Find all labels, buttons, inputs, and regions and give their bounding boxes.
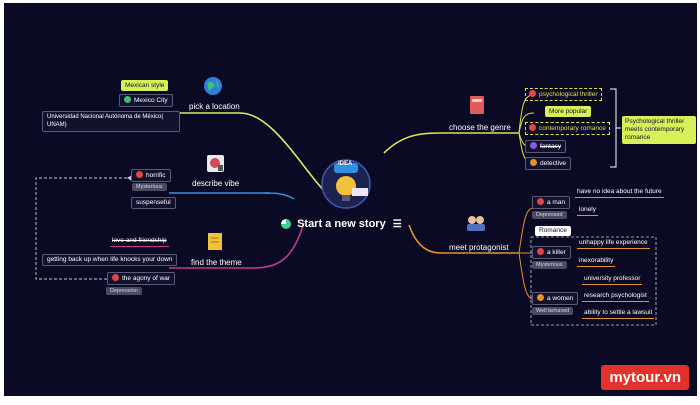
- note-mexican-style[interactable]: Mexican style: [121, 80, 169, 91]
- horrific-label: horrific: [146, 172, 166, 179]
- contemporary-romance-label: contemporary romance: [539, 125, 606, 132]
- a-man-label: a man: [547, 199, 566, 206]
- detective-label: detective: [540, 160, 567, 167]
- ghost-icon: [207, 155, 224, 177]
- branch-choose-genre[interactable]: choose the genre: [449, 123, 511, 132]
- central-topic-label: Start a new story: [297, 218, 386, 230]
- book-icon: [470, 96, 484, 119]
- mexico-city-label: Mexico City: [134, 97, 168, 104]
- node-settle-lawsuit[interactable]: ability to settle a lawsuit: [582, 309, 655, 320]
- note-more-popular[interactable]: More popular: [545, 106, 592, 117]
- node-psychological-thriller[interactable]: psychological thriller: [525, 88, 602, 102]
- sticky-note-icon: [208, 233, 222, 255]
- node-contemporary-romance[interactable]: contemporary romance: [525, 122, 610, 136]
- notes-icon[interactable]: ☰: [392, 219, 402, 230]
- node-genre-summary[interactable]: Psychological thriller meets contemporar…: [622, 116, 696, 145]
- man-avatar-icon: [537, 198, 544, 205]
- node-lonely[interactable]: lonely: [577, 206, 598, 217]
- branch-describe-vibe[interactable]: describe vibe: [192, 179, 240, 188]
- killer-avatar-icon: [537, 248, 544, 255]
- node-university-professor[interactable]: university professor: [582, 275, 643, 286]
- psych-thriller-label: psychological thriller: [539, 91, 598, 98]
- tag-romance[interactable]: Romance: [535, 226, 571, 237]
- node-love-friendship[interactable]: love and friendship: [110, 237, 169, 248]
- node-a-killer[interactable]: a killer: [532, 246, 571, 260]
- node-mexico-city[interactable]: Mexico City: [119, 94, 173, 108]
- node-getting-back-up[interactable]: getting back up when life knocks your do…: [42, 254, 178, 267]
- node-no-idea-future[interactable]: have no idea about the future: [575, 188, 664, 199]
- node-university[interactable]: Universidad Nacional Autónoma de México(…: [42, 111, 180, 132]
- tag-mysterious[interactable]: Mysterious: [132, 183, 167, 191]
- watermark-logo: mytour.vn: [601, 365, 689, 390]
- tag-depressed[interactable]: Depressed: [532, 211, 567, 219]
- tag-depression[interactable]: Depression: [106, 287, 142, 295]
- tag-well-behaved[interactable]: Well behaved: [532, 307, 574, 315]
- branch-find-theme[interactable]: find the theme: [191, 258, 242, 267]
- fantasy-label: fantasy: [540, 143, 561, 150]
- a-killer-label: a killer: [547, 249, 566, 256]
- magnifier-icon: [530, 159, 537, 166]
- branch-pick-location[interactable]: pick a location: [189, 102, 240, 111]
- node-suspenseful[interactable]: suspenseful: [131, 197, 176, 210]
- node-a-man[interactable]: a man: [532, 196, 571, 210]
- node-unhappy-life[interactable]: unhappy life experience: [577, 239, 650, 250]
- idea-logo-text: IDEA: [338, 161, 353, 167]
- people-icon: [466, 215, 486, 236]
- central-pie-icon: [281, 219, 291, 229]
- node-research-psychologist[interactable]: research psychologist: [582, 292, 649, 303]
- node-horrific[interactable]: horrific: [131, 169, 171, 183]
- location-pin-icon: [124, 96, 131, 103]
- woman-avatar-icon: [537, 294, 544, 301]
- node-detective[interactable]: detective: [525, 157, 572, 171]
- sparkle-icon: [529, 90, 536, 97]
- sad-face-icon: [112, 274, 119, 281]
- a-women-label: a women: [547, 295, 574, 302]
- heart-icon: [529, 124, 536, 131]
- horror-face-icon: [136, 171, 143, 178]
- mind-map-canvas: IDEA Start a new story ☰ pick a location…: [4, 3, 697, 396]
- idea-bulb-icon: [320, 158, 372, 210]
- central-topic[interactable]: Start a new story ☰: [281, 218, 402, 232]
- node-fantasy[interactable]: fantasy: [525, 140, 566, 154]
- node-agony-of-war[interactable]: the agony of war: [107, 272, 176, 286]
- node-inexorability[interactable]: inexorability: [577, 257, 616, 268]
- node-a-women[interactable]: a women: [532, 292, 579, 306]
- branch-meet-protagonist[interactable]: meet protagonist: [449, 243, 509, 252]
- agony-label: the agony of war: [122, 275, 171, 282]
- globe-icon: [203, 76, 223, 101]
- tag-killer-mysterious[interactable]: Mysterious: [532, 261, 567, 269]
- wand-icon: [530, 142, 537, 149]
